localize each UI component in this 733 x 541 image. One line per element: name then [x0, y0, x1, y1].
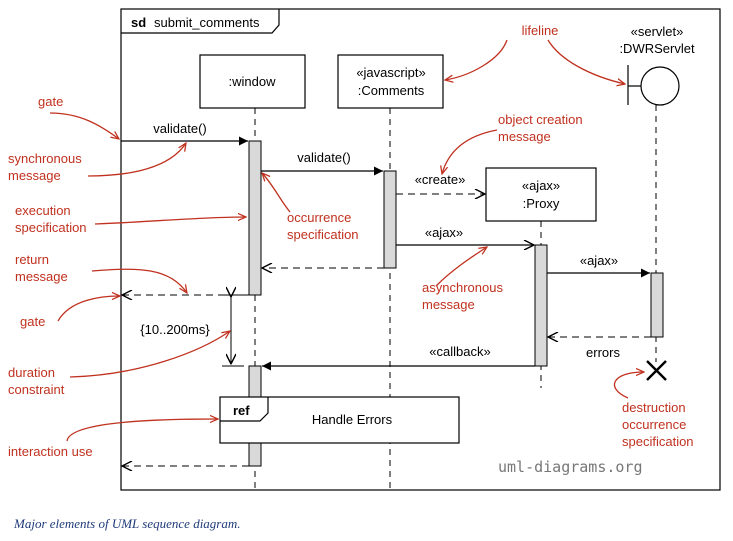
annotation-async-1: asynchronous	[422, 280, 503, 295]
ref-name: Handle Errors	[312, 412, 393, 427]
annotation-return-2: message	[15, 269, 68, 284]
lifeline-proxy: «ajax» :Proxy	[485, 167, 597, 388]
frame-name: submit_comments	[154, 15, 260, 30]
annotation-duration-2: constraint	[8, 382, 65, 397]
activation-proxy	[534, 244, 548, 367]
lifeline-comments-stereotype: «javascript»	[356, 65, 425, 80]
message-create: «create»	[396, 172, 485, 194]
message-validate-2-label: validate()	[297, 150, 350, 165]
lifeline-servlet-stereotype: «servlet»	[631, 24, 684, 39]
destruction-x-icon	[646, 360, 667, 381]
annotation-destruction-3: specification	[622, 434, 694, 449]
lifeline-comments: «javascript» :Comments	[337, 54, 444, 490]
message-ajax-1-label: «ajax»	[425, 225, 463, 240]
message-validate-1-label: validate()	[153, 121, 206, 136]
annotation-pointers	[49, 39, 644, 442]
message-validate-2: validate()	[261, 150, 383, 176]
lifeline-comments-name: :Comments	[358, 83, 425, 98]
annotation-creation-1: object creation	[498, 112, 583, 127]
annotation-interaction-use: interaction use	[8, 444, 93, 459]
ref-keyword: ref	[233, 403, 250, 418]
message-errors: errors	[548, 337, 651, 360]
lifeline-window-name: :window	[229, 74, 277, 89]
frame-keyword: sd	[131, 15, 146, 30]
duration-constraint: {10..200ms}	[140, 295, 244, 367]
annotations: gate synchronous message execution speci…	[8, 23, 694, 459]
message-ajax-1: «ajax»	[396, 225, 534, 245]
annotation-return-1: return	[15, 252, 49, 267]
activation-servlet	[650, 272, 664, 338]
annotation-destruction-2: occurrence	[622, 417, 686, 432]
lifeline-servlet-name: :DWRServlet	[619, 41, 695, 56]
activation-window-1	[248, 140, 262, 296]
annotation-creation-2: message	[498, 129, 551, 144]
interaction-use-ref: ref Handle Errors	[219, 396, 460, 444]
figure-caption: Major elements of UML sequence diagram.	[14, 516, 241, 531]
annotation-occurrence-1: occurrence	[287, 210, 351, 225]
message-callback: «callback»	[262, 344, 535, 371]
annotation-lifeline: lifeline	[522, 23, 559, 38]
annotation-exec-2: specification	[15, 220, 87, 235]
annotation-gate-top: gate	[38, 94, 63, 109]
message-errors-label: errors	[586, 345, 620, 360]
message-create-label: «create»	[415, 172, 466, 187]
lifeline-proxy-stereotype: «ajax»	[522, 178, 560, 193]
message-ajax-2-label: «ajax»	[580, 253, 618, 268]
annotation-async-2: message	[422, 297, 475, 312]
annotation-destruction-1: destruction	[622, 400, 686, 415]
annotation-exec-1: execution	[15, 203, 71, 218]
duration-constraint-label: {10..200ms}	[140, 322, 210, 337]
message-callback-label: «callback»	[429, 344, 490, 359]
annotation-occurrence-2: specification	[287, 227, 359, 242]
annotation-sync-2: message	[8, 168, 61, 183]
lifeline-proxy-name: :Proxy	[523, 196, 560, 211]
lifeline-window: :window	[199, 54, 306, 490]
watermark: uml-diagrams.org	[498, 458, 643, 476]
interaction-frame: sd submit_comments	[120, 8, 721, 491]
message-ajax-2: «ajax»	[547, 253, 650, 278]
activation-comments	[383, 170, 397, 269]
boundary-icon	[640, 66, 680, 106]
annotation-duration-1: duration	[8, 365, 55, 380]
annotation-sync-1: synchronous	[8, 151, 82, 166]
annotation-gate-bottom: gate	[20, 314, 45, 329]
message-validate-1: validate()	[121, 121, 248, 146]
